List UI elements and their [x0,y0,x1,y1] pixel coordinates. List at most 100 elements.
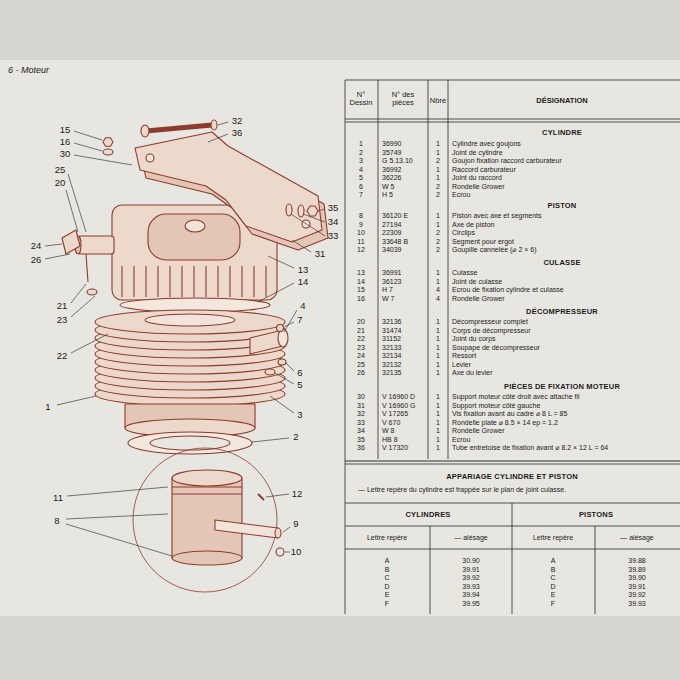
table-cell: W 5 [382,183,394,191]
callout-number: 7 [297,315,302,325]
section-heading: PISTON [548,202,577,210]
callout-number: 5 [297,380,302,390]
drawing-line [71,296,95,317]
table-cell: Décompresseur complet [452,318,528,326]
drawing-line [208,134,228,142]
table-cell: 39.92 [628,591,646,599]
table-cell: 32134 [382,352,401,360]
drawing-line [284,322,294,327]
table-cell: Raccord carburateur [452,166,516,174]
table-cell: Ecrou de fixation cylindre et culasse [452,286,564,294]
table-cell: Vis fixation avant au cadre ⌀ 8 L = 85 [452,410,567,418]
table-cell: E [551,591,556,599]
callout-number: 2 [293,432,298,442]
table-cell: Joint du corps [452,335,496,343]
drawing-line [345,503,680,504]
table-cell: C [550,574,555,582]
drawing-path [62,230,80,254]
drawing-line [345,526,680,527]
table-cell: Rondelle plate ⌀ 8.5 × 14 ep = 1.2 [452,419,558,427]
table-cell: Goujon fixation raccord carburateur [452,157,562,165]
drawing-ellipse [103,149,113,155]
table-cell: Support moteur côté gauche [452,402,540,410]
drawing-line [181,266,182,297]
callout-number: 4 [300,301,305,311]
table-rules [345,80,680,614]
table-cell: Rondelle Grower [452,183,505,191]
page-header: 6 - Moteur [8,66,49,76]
table-cell: 39.90 [628,574,646,582]
table-cell: 36990 [382,140,401,148]
table-cell: V 17265 [382,410,408,418]
table-cell: Piston avec axe et segments [452,212,542,220]
table-cell: D [384,583,389,591]
table-cell: H 7 [382,286,393,294]
table-cell: 39.89 [628,566,646,574]
table-cell: 5 [359,174,363,182]
table-cell: 35 [357,436,365,444]
drawing-line [229,266,230,297]
table-cell: W 7 [382,295,394,303]
callout-number: 13 [298,265,309,275]
drawing-line [68,174,86,232]
table-cell: 1 [436,369,440,377]
drawing-line [345,460,680,461]
table-cell: 1 [436,166,440,174]
callout-number: 12 [292,489,303,499]
table-cell: 32136 [382,318,401,326]
table-cell: 31 [357,402,365,410]
table-cell: 39.91 [462,566,480,574]
drawing-line [145,266,146,297]
drawing-line [74,143,102,151]
drawing-line [303,214,325,222]
drawing-line [345,549,680,550]
drawing-line [252,438,289,442]
drawing-line [217,266,218,297]
table-cell: 36 [357,444,365,452]
table-cell: 27194 [382,221,401,229]
table-cell: F [551,600,555,608]
callout-number: 21 [57,301,68,311]
table-cell: Soupape de décompresseur [452,344,540,352]
table-cell: D [550,583,555,591]
table-cell: Joint de cylindre [452,149,503,157]
table-cell: 34 [357,427,365,435]
drawing-line [121,266,122,297]
table-cell: 1 [436,393,440,401]
leader-lines [45,122,325,556]
drawing-line [205,266,206,297]
drawing-line [218,122,228,125]
callout-number: 10 [291,547,302,557]
drawing-line [86,254,88,282]
table-cell: 26 [357,369,365,377]
table-cell: G 5.13.10 [382,157,413,165]
table-cell: 39.92 [462,574,480,582]
callout-number: 26 [31,255,42,265]
table-cell: 2 [436,229,440,237]
drawing-rect [172,478,242,558]
drawing-ellipse [87,289,97,295]
table-cell: 14 [357,278,365,286]
table-cell: C [384,574,389,582]
table-cell: A [551,557,556,565]
drawing-ellipse [265,369,275,375]
callout-number: 1 [45,402,50,412]
table-cell: Joint de culasse [452,278,502,286]
drawing-line [66,514,168,519]
callout-number: 35 [328,203,339,213]
table-cell: 1 [436,335,440,343]
table-cell: 39.93 [628,600,646,608]
table-cell: 22309 [382,229,401,237]
table-cell: V 16960 G [382,402,415,410]
table-cell: 36991 [382,269,401,277]
table-cell: 10 [357,229,365,237]
callout-number: 8 [54,516,59,526]
callout-number: 33 [328,231,339,241]
callout-number: 11 [53,493,63,503]
drawing-line [258,283,294,302]
table-cell: Axe du levier [452,369,492,377]
drawing-line [71,284,86,303]
table-cell: — alésage [620,534,653,542]
drawing-line [268,256,294,268]
